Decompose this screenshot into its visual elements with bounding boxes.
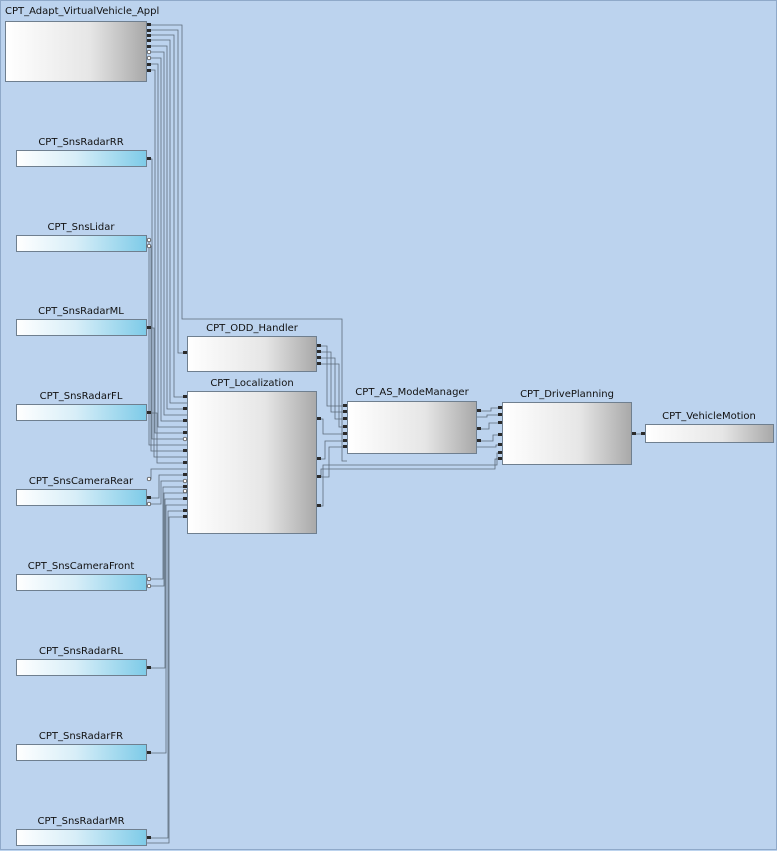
component-localization[interactable] [187,391,317,534]
component-lidar[interactable] [16,235,147,252]
component-radar-rr[interactable] [16,150,147,167]
label-radar-fl: CPT_SnsRadarFL [39,391,123,402]
label-radar-rl: CPT_SnsRadarRL [39,646,123,657]
component-radar-fr[interactable] [16,744,147,761]
component-mode-manager[interactable] [347,401,477,454]
label-virtual-vehicle: CPT_Adapt_VirtualVehicle_Appl [5,6,160,17]
label-lidar: CPT_SnsLidar [47,222,115,233]
component-radar-fl[interactable] [16,404,147,421]
component-radar-ml[interactable] [16,319,147,336]
component-drive-planning[interactable] [502,402,632,465]
component-camera-rear[interactable] [16,489,147,506]
component-camera-front[interactable] [16,574,147,591]
label-camera-front: CPT_SnsCameraFront [27,561,135,572]
label-drive-planning: CPT_DrivePlanning [520,389,614,400]
component-radar-mr[interactable] [16,829,147,846]
component-vehicle-motion[interactable] [645,424,774,443]
component-radar-rl[interactable] [16,659,147,676]
label-radar-fr: CPT_SnsRadarFR [38,731,124,742]
component-virtual-vehicle[interactable] [5,21,147,82]
label-radar-mr: CPT_SnsRadarMR [37,816,125,827]
label-radar-rr: CPT_SnsRadarRR [38,137,124,148]
label-vehicle-motion: CPT_VehicleMotion [662,411,756,422]
label-mode-manager: CPT_AS_ModeManager [355,387,469,398]
component-odd-handler[interactable] [187,336,317,372]
label-radar-ml: CPT_SnsRadarML [38,306,124,317]
label-camera-rear: CPT_SnsCameraRear [28,476,134,487]
label-odd-handler: CPT_ODD_Handler [206,323,298,334]
label-localization: CPT_Localization [210,378,294,389]
